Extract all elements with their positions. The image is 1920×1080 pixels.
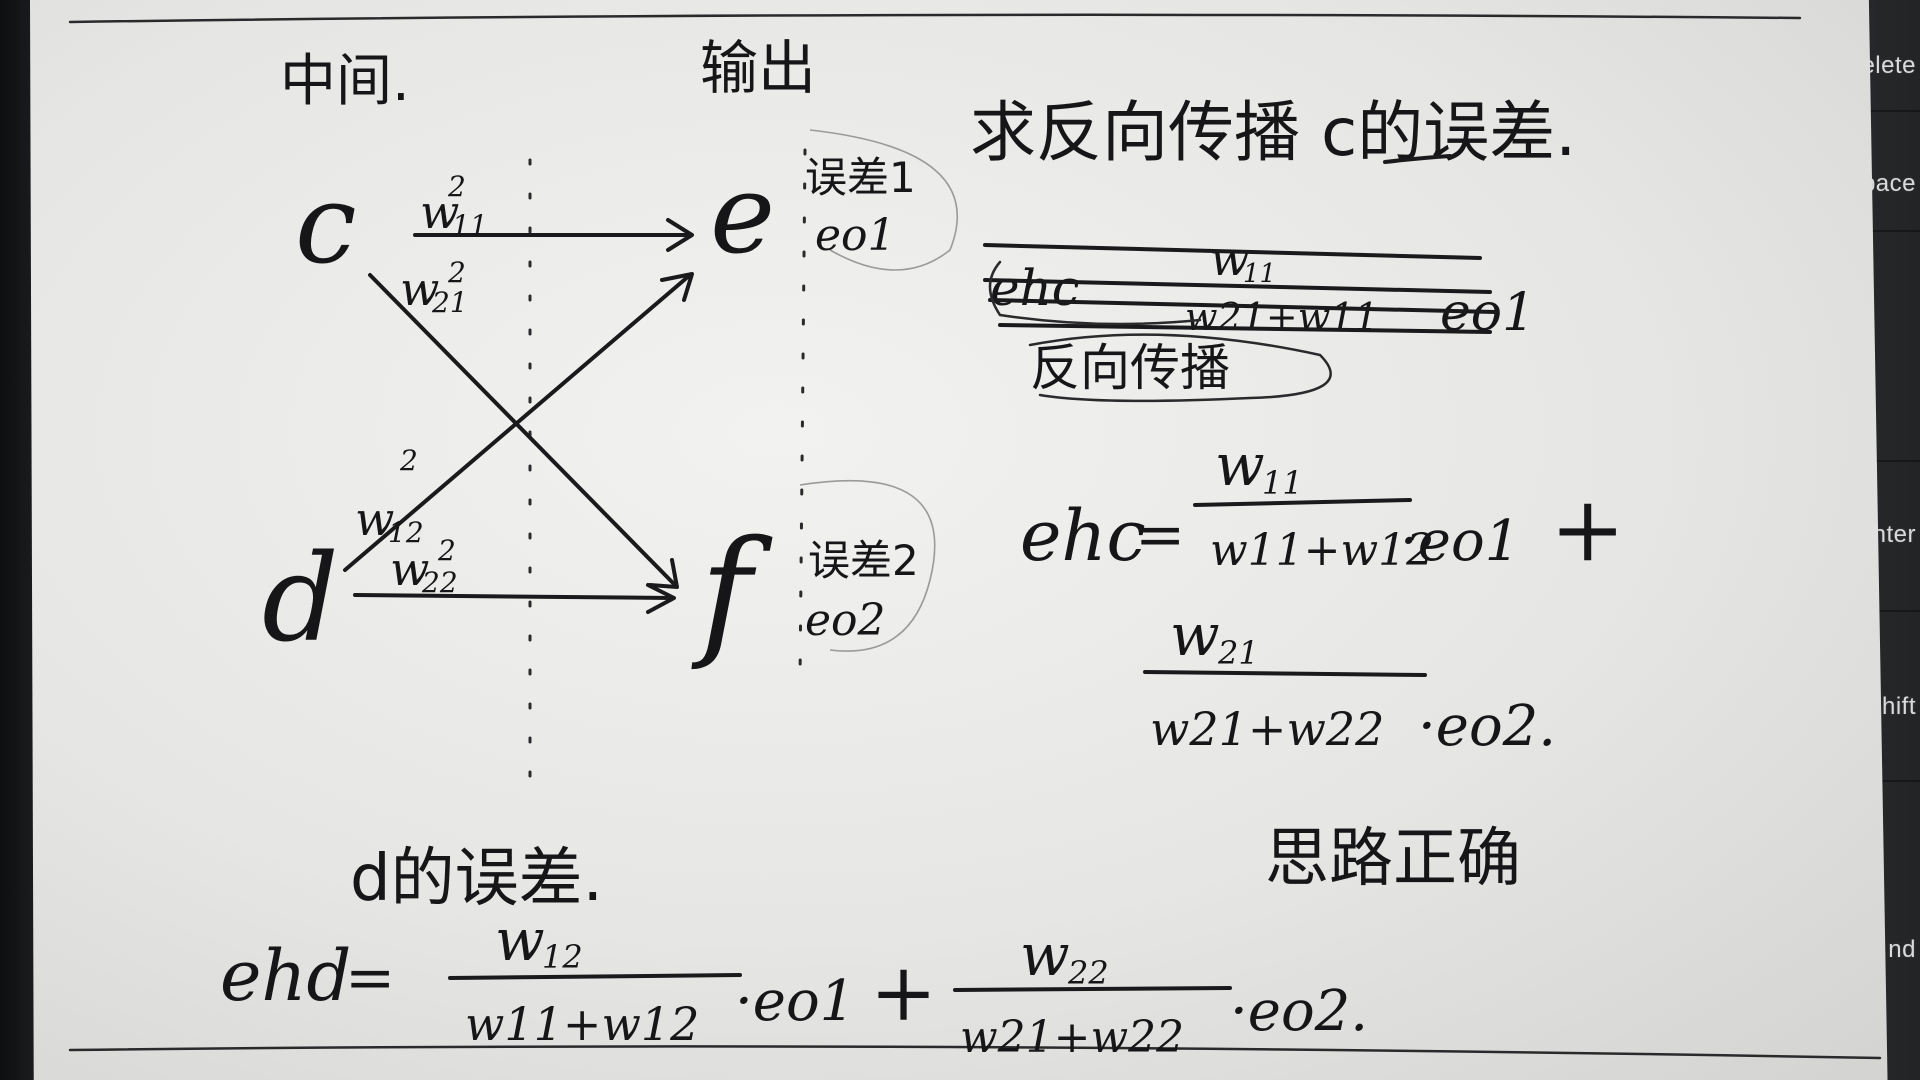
error-f-bracket (799, 479, 936, 652)
title-underline (1383, 154, 1452, 164)
svg-text:ehd: ehd (220, 935, 351, 1017)
svg-text:w: w (1215, 431, 1265, 499)
arrowhead-d-to-f (646, 583, 676, 614)
svg-text:ehc: ehc (1020, 495, 1146, 577)
svg-text:w: w (495, 906, 545, 974)
weight-w21-label: w 21 2 (400, 256, 468, 319)
arrow-c-to-f (368, 273, 677, 587)
svg-text:w21+w22: w21+w22 (1150, 702, 1384, 756)
svg-text:21: 21 (431, 286, 468, 319)
svg-text:反向传播: 反向传播 (1030, 339, 1230, 397)
ehc-formula: ehc = w 11 w11+w12 ·eo1 + w 21 w21+w22 ·… (1020, 431, 1625, 759)
svg-text:w: w (1210, 232, 1249, 286)
title-backprop-c: 求反向传播 c的误差. (970, 94, 1576, 171)
svg-text:12: 12 (388, 516, 424, 549)
key-end: nd (1888, 936, 1916, 963)
svg-text:21: 21 (1217, 634, 1259, 672)
error-e-value: eo1 (815, 210, 896, 261)
node-c: c (295, 160, 357, 288)
arrowhead-c-to-e (666, 218, 694, 252)
svg-text:·eo2.: ·eo2. (1230, 979, 1368, 1044)
header-output: 输出 (700, 34, 816, 102)
arrow-d-to-f (353, 593, 674, 600)
svg-text:·eo1: ·eo1 (735, 969, 855, 1034)
svg-text:w: w (400, 262, 439, 316)
svg-text:2: 2 (399, 444, 418, 477)
paper-sheet (30, 0, 1888, 1080)
svg-text:·eo2.: ·eo2. (1418, 694, 1556, 759)
svg-text:+: + (1550, 477, 1625, 582)
error-e-label: 误差1 (805, 153, 916, 202)
node-d: d (262, 530, 339, 669)
svg-text:w21+w22: w21+w22 (960, 1012, 1184, 1063)
node-e: e (710, 150, 775, 278)
header-middle: 中间. (280, 49, 410, 114)
bottom-ruled-line (68, 1045, 1882, 1060)
svg-text:22: 22 (421, 566, 458, 599)
crossed-out-note: ehc w 11 w21+w11 eo1 反向传播 (983, 232, 1535, 403)
svg-text:=: = (1135, 500, 1185, 570)
error-e-bracket (809, 129, 959, 271)
svg-text:w: w (1170, 601, 1220, 669)
svg-text:w11+w12: w11+w12 (1210, 525, 1434, 576)
svg-text:12: 12 (542, 938, 583, 976)
svg-text:w21+w11: w21+w11 (1185, 295, 1379, 339)
svg-text:ehc: ehc (990, 259, 1080, 317)
svg-text:2: 2 (437, 534, 456, 567)
svg-text:11: 11 (1262, 464, 1303, 502)
weight-w22-label: w 22 2 (390, 534, 458, 599)
arrow-d-to-e (343, 273, 692, 572)
svg-text:2: 2 (447, 256, 466, 289)
svg-text:w: w (420, 185, 459, 239)
node-f: f (691, 511, 773, 674)
arrowhead-d-to-e (660, 272, 694, 302)
column-separator-right (798, 148, 807, 682)
svg-text:w: w (1020, 921, 1070, 989)
svg-text:22: 22 (1067, 954, 1109, 992)
svg-text:·eo1: ·eo1 (1400, 509, 1520, 574)
top-ruled-line (68, 13, 1802, 24)
svg-text:w: w (355, 492, 394, 546)
arrowhead-c-to-f (648, 558, 679, 589)
weight-w12-label: w 12 2 (355, 444, 424, 549)
svg-text:11: 11 (452, 209, 488, 242)
svg-text:=: = (345, 943, 395, 1013)
ehd-formula: ehd = w 12 w11+w12 ·eo1 + w 22 w21+w22 ·… (220, 906, 1368, 1063)
error-f-value: eo2 (805, 595, 886, 646)
correct-note: 思路正确 (1265, 822, 1521, 896)
svg-text:w: w (390, 542, 429, 596)
svg-text:w11+w12: w11+w12 (465, 997, 699, 1051)
svg-text:11: 11 (1243, 259, 1276, 289)
error-f-label: 误差2 (808, 536, 919, 585)
weight-w11-label: w 11 2 (420, 170, 488, 242)
svg-text:+: + (870, 946, 937, 1039)
svg-text:2: 2 (447, 170, 466, 203)
d-error-title: d的误差. (350, 842, 603, 916)
